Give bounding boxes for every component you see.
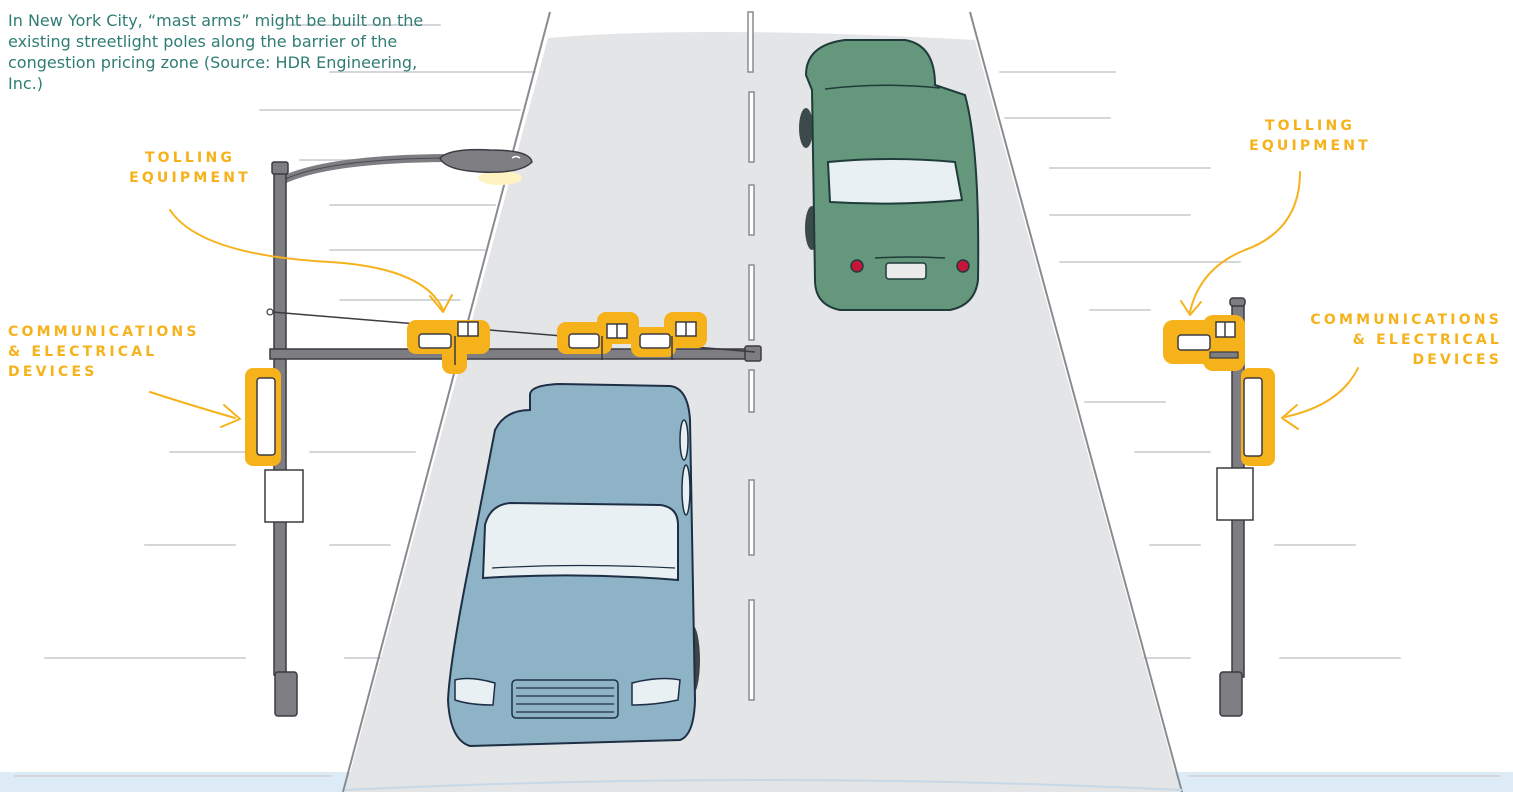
sidewalk-lines-right — [999, 71, 1501, 777]
blue-van — [446, 382, 700, 748]
road-bottom-curve — [344, 779, 1183, 791]
road-edge-left — [342, 11, 551, 792]
arrow-tolling-left — [169, 209, 444, 311]
left-streetlight-pole — [245, 148, 762, 717]
comms-label-right-line3: DEVICES — [1412, 352, 1502, 368]
road-edge-right — [969, 11, 1183, 792]
comms-label-right-line1: COMMUNICATIONS — [1310, 312, 1502, 328]
arrow-comms-right — [1284, 367, 1359, 418]
lane-dashes — [747, 11, 755, 701]
tolling-label-right-line2: EQUIPMENT — [1249, 138, 1371, 154]
comms-label-left-line1: COMMUNICATIONS — [8, 324, 200, 340]
comms-label-left-line2: & ELECTRICAL — [8, 344, 158, 360]
arrow-tolling-right — [1189, 171, 1301, 313]
tolling-equipment-label-left: TOLLING EQUIPMENT — [105, 148, 275, 188]
right-pole — [1163, 297, 1275, 717]
tolling-equipment-label-right: TOLLING EQUIPMENT — [1225, 116, 1395, 156]
green-car — [799, 39, 980, 311]
tolling-label-right-line1: TOLLING — [1264, 118, 1356, 134]
tolling-label-left-line1: TOLLING — [144, 150, 236, 166]
tolling-equipment-mast — [407, 312, 707, 374]
callout-arrows — [149, 171, 1359, 430]
comms-electrical-label-left: COMMUNICATIONS & ELECTRICAL DEVICES — [8, 322, 268, 382]
figure-caption: In New York City, “mast arms” might be b… — [8, 11, 424, 93]
comms-label-right-line2: & ELECTRICAL — [1352, 332, 1502, 348]
tolling-label-left-line2: EQUIPMENT — [129, 170, 251, 186]
comms-electrical-label-right: COMMUNICATIONS & ELECTRICAL DEVICES — [1240, 310, 1502, 370]
comms-label-left-line3: DEVICES — [8, 364, 98, 380]
arrow-comms-left — [149, 391, 236, 419]
